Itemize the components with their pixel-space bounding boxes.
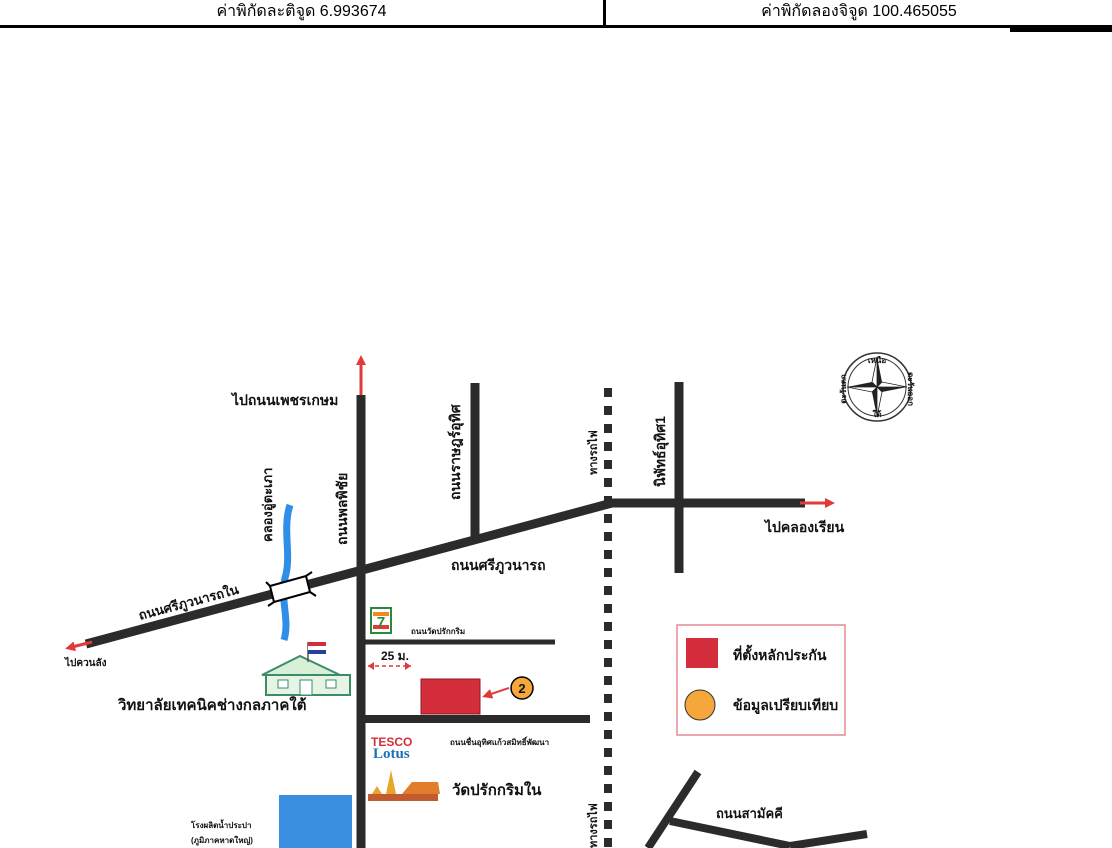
compass-east: ตะวันออก [906,372,915,406]
coordinate-header: ค่าพิกัดละติจูด 6.993674 ค่าพิกัดลองจิจู… [0,0,1112,28]
label-college: วิทยาลัยเทคนิคช่างกลภาคใต้ [117,696,306,714]
compass-south: ใต้ [872,409,881,419]
label-sriphuwanart: ถนนศรีภูวนารถ [451,557,546,574]
label-niphatuthit: นิพัทธ์อุทิศ1 [652,416,669,487]
label-waterworks-1: โรงผลิตน้ำประปา [190,819,252,830]
comparable-pointer [482,687,510,699]
legend-comparable-swatch [684,689,716,721]
label-wat-prak-road: ถนนวัดปรักกริม [411,627,465,636]
road-sriphuwanart [84,498,805,649]
label-north-dest: ไปถนนเพชรเกษม [230,391,338,408]
arrow-west [65,640,93,652]
seven-eleven-text: 7 [377,614,385,631]
bridge-icon [265,571,317,607]
temple-icon [368,770,440,801]
comparable-number: 2 [518,681,525,696]
road-samakkhi [644,769,868,848]
seven-eleven-icon: 7 [370,607,392,634]
label-east-dest: ไปคลองเรียน [763,518,845,535]
compass-north: เหนือ [868,355,886,365]
label-samakkhi: ถนนสามัคคี [716,806,783,821]
label-chuenutit-road: ถนนชื่นอุทิศแก้วสมิทธิ์พัฒนา [450,736,549,748]
comparable-marker [510,676,534,700]
college-building-icon [261,642,351,696]
lotus-text: Lotus [373,746,410,762]
tesco-lotus-logo: TESCO Lotus [371,735,412,762]
compass-west: ตะวันตก [839,374,848,404]
waterworks-block [279,795,352,848]
label-railway: ทางรถไฟ [586,430,600,475]
canal-line [280,503,294,642]
label-canal: คลองอู่ตะเภา [260,468,276,542]
latitude-text: ค่าพิกัดละติจูด 6.993674 [0,0,606,26]
label-railway-bottom: ทางรถไฟ [586,803,600,848]
tesco-text: TESCO [371,735,412,749]
legend-box: ที่ตั้งหลักประกัน ข้อมูลเปรียบเทียบ [676,624,846,736]
legend-collateral-swatch [686,638,718,668]
header-rule [1010,28,1112,32]
label-waterworks-2: (ภูมิภาคหาดใหญ่) [191,835,253,846]
label-ratburana: ถนนราษฎร์อุทิศ [447,403,464,500]
distance-label: 25 ม. [381,649,409,663]
longitude-text: ค่าพิกัดลองจิจูด 100.465055 [761,3,957,20]
compass-icon: เหนือ ใต้ ตะวันออก ตะวันตก [839,352,915,422]
collateral-marker [420,678,481,715]
label-phonphichai: ถนนพลพิชัย [334,473,350,545]
label-west-dest: ไปควนลัง [64,656,107,669]
legend-collateral-label: ที่ตั้งหลักประกัน [733,644,827,663]
label-temple: วัดปรักกริมใน [452,781,542,799]
legend-comparable-label: ข้อมูลเปรียบเทียบ [733,697,838,714]
